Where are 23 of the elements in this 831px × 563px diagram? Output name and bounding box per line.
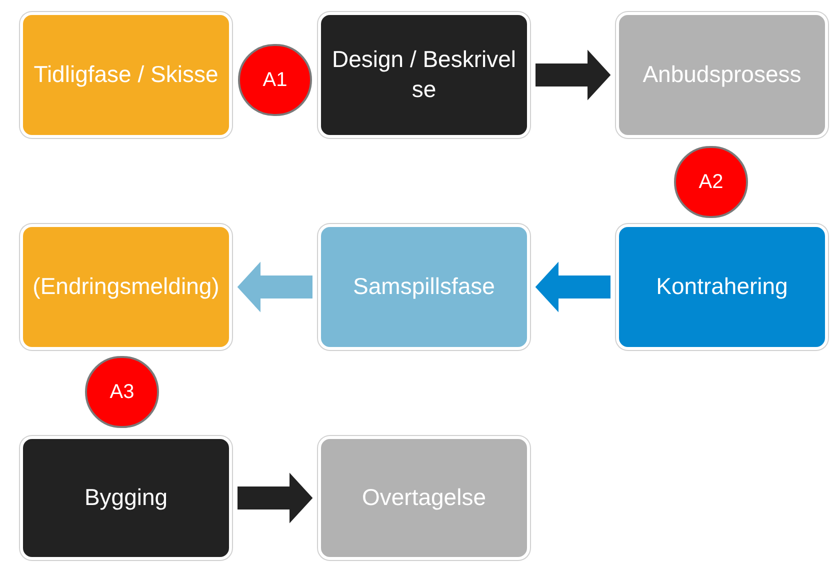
block-arrow [536,50,611,100]
phase-label: Samspillsfase [353,272,495,302]
phase-box [318,436,530,560]
block-arrow [237,262,312,312]
phase-label: Tidligfase / Skisse [34,60,218,90]
phase-label: (Endringsmelding) [32,272,220,302]
phase-label: Overtagelse [362,483,486,512]
phase-box [318,224,530,350]
milestone-label: A2 [698,170,724,195]
block-arrow [535,262,610,312]
phase-label: Anbudsprosess [642,60,802,90]
phase-box [20,436,232,560]
phase-box [20,12,232,138]
phase-box [616,12,828,138]
phase-label: Bygging [84,483,168,512]
phase-box [20,224,232,350]
phase-label: Design / Beskrivelse [330,45,518,104]
milestone-label: A3 [110,380,134,405]
milestone-label: A1 [262,68,288,93]
phase-box [616,224,828,350]
phase-box [318,12,530,138]
block-arrow [238,472,313,524]
phase-label: Kontrahering [656,272,788,302]
